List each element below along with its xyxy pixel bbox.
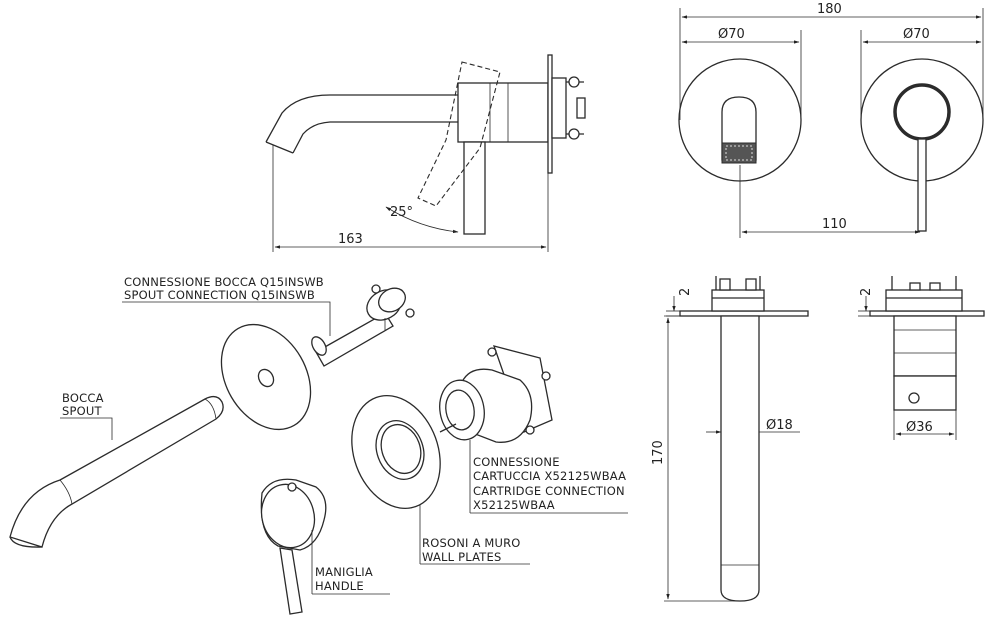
- cartridge-label-3: CARTRIDGE CONNECTION: [473, 484, 625, 498]
- handle-label-en: HANDLE: [315, 579, 364, 593]
- spout-connection-label-it: CONNESSIONE BOCCA Q15INSWB: [124, 275, 324, 289]
- cartridge-label-2: CARTUCCIA X52125WBAA: [473, 469, 626, 483]
- exploded-cartridge: [439, 345, 553, 443]
- plate-right-diameter-label: Ø70: [903, 27, 930, 42]
- overall-width-label: 180: [817, 2, 842, 17]
- exploded-view: CONNESSIONE BOCCA Q15INSWB SPOUT CONNECT…: [9, 275, 628, 615]
- body-diameter-label: Ø36: [906, 420, 933, 435]
- plate-thickness-left-label: 2: [678, 288, 693, 296]
- exploded-spout: [9, 395, 224, 548]
- cartridge-label-4: X52125WBAA: [473, 498, 555, 512]
- front-handle-lever: [917, 138, 927, 232]
- front-view: 180 Ø70 Ø70 110: [678, 2, 984, 238]
- spout-plate: [679, 310, 809, 317]
- plate-thickness-right-label: 2: [859, 288, 874, 296]
- body-fixings: [885, 276, 963, 312]
- spout-label-en: SPOUT: [62, 404, 103, 418]
- side-fixings: [551, 76, 586, 140]
- spout-diameter-label: Ø18: [766, 418, 793, 433]
- side-view: 25° 163: [265, 54, 586, 252]
- body-cylinder: [893, 315, 957, 377]
- spout-fixings: [711, 276, 765, 312]
- wall-plates-label-en: WALL PLATES: [422, 550, 501, 564]
- spout-label-it: BOCCA: [62, 391, 104, 405]
- handle-label-it: MANIGLIA: [315, 565, 373, 579]
- spout-section-view: 2 170 Ø18: [651, 276, 809, 602]
- side-spout: [265, 94, 458, 154]
- side-handle-rotated: [417, 61, 501, 207]
- spout-connection-label-en: SPOUT CONNECTION Q15INSWB: [124, 288, 315, 302]
- centre-distance-label: 110: [822, 217, 847, 232]
- plate-left-diameter-label: Ø70: [718, 27, 745, 42]
- side-handle: [463, 141, 486, 235]
- exploded-handle: [260, 478, 327, 615]
- handle-angle-label: 25°: [390, 205, 413, 220]
- body-plate: [869, 310, 985, 317]
- exploded-spout-connection: [311, 284, 415, 367]
- body-section-view: 2 Ø36: [858, 276, 985, 440]
- spout-length-label: 163: [338, 232, 363, 247]
- exploded-wall-plate-lower: [351, 394, 441, 510]
- side-body: [457, 82, 549, 143]
- cartridge-label-1: CONNESSIONE: [473, 455, 560, 469]
- exploded-wall-plate-upper: [220, 323, 312, 431]
- spout-pipe: [720, 315, 760, 602]
- spout-height-label: 170: [651, 440, 666, 465]
- wall-plates-label-it: ROSONI A MURO: [422, 536, 521, 550]
- body-handle-cap: [893, 375, 957, 411]
